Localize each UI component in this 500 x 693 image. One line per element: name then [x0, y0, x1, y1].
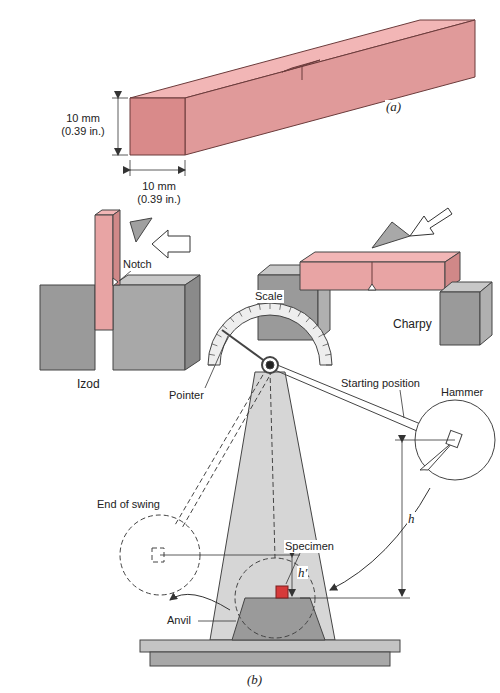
scale-tick — [325, 354, 331, 355]
part-label: Hammer — [440, 386, 484, 399]
scale-tick — [209, 354, 215, 355]
scale-tick — [313, 325, 318, 329]
specimen-bar — [130, 20, 475, 155]
scale-tick — [280, 304, 281, 310]
scale-tick — [289, 307, 291, 313]
scale-tick — [216, 334, 221, 337]
scale-tick — [212, 344, 218, 346]
part-label: Charpy — [392, 318, 433, 331]
dimension-lines — [112, 98, 185, 176]
part-label: (a) — [385, 100, 402, 113]
part-label: Scale — [254, 290, 284, 303]
height-dimensions — [160, 336, 455, 621]
dimension-label: h′ — [297, 566, 308, 579]
part-label: Izod — [76, 378, 101, 391]
part-label: Anvil — [166, 614, 192, 627]
part-label: Starting position — [340, 377, 421, 390]
izod-setup — [40, 210, 200, 370]
scale-tick — [259, 304, 260, 310]
scale-tick — [230, 318, 234, 323]
dimension-label: 10 mm (0.39 in.) — [52, 112, 114, 138]
part-label: Notch — [122, 258, 153, 271]
scale-tick — [208, 365, 214, 366]
scale-tick — [223, 325, 228, 329]
scale-tick — [323, 344, 329, 346]
part-label: (b) — [246, 673, 263, 686]
charpy-setup — [258, 208, 492, 345]
scale-tick — [249, 307, 251, 313]
scale-tick — [270, 303, 271, 309]
scale-tick — [306, 318, 310, 323]
part-label: Specimen — [284, 540, 335, 553]
scale-tick — [326, 365, 332, 366]
dimension-label: h — [407, 512, 416, 525]
part-label: End of swing — [96, 498, 161, 511]
part-label: Pointer — [168, 389, 205, 402]
dimension-label: 10 mm (0.39 in.) — [128, 180, 190, 206]
scale-tick — [318, 334, 323, 337]
pendulum-machine — [120, 303, 495, 666]
scale-tick — [239, 311, 242, 316]
scale-tick — [298, 311, 301, 316]
